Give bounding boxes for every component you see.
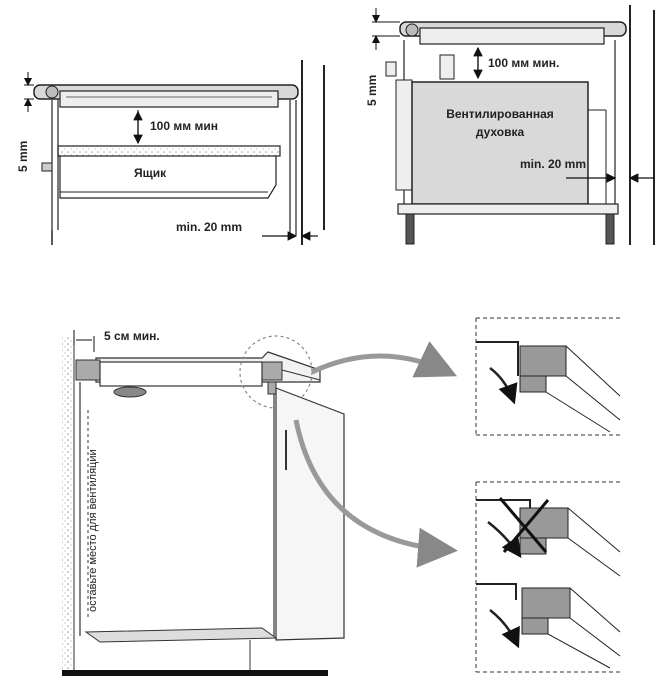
oven-label-1: Вентилированная — [446, 107, 554, 121]
wall-gap-label-bottom: 5 см мин. — [104, 329, 160, 343]
drawer-top — [57, 145, 281, 157]
drawer-knob — [41, 162, 53, 172]
detail-panel-correct-2 — [476, 583, 621, 669]
hob-body-bottom — [99, 361, 263, 387]
ventilated-oven — [411, 81, 589, 205]
gap-label-left: 100 мм мин — [150, 119, 218, 133]
detail-panel-correct-1 — [475, 317, 621, 436]
worktop-edge-left — [75, 359, 101, 381]
hob-underside-left — [59, 90, 279, 108]
bottom-left-diagram: 5 см мин. оставьте место для вентиляции — [62, 329, 458, 676]
vent-label: оставьте место для вентиляции — [87, 449, 99, 612]
wall-gap-label-right: min. 20 mm — [520, 157, 586, 171]
wall-gap-label-left: min. 20 mm — [176, 220, 242, 234]
bottom-shelf — [84, 627, 278, 643]
thickness-label-left: 5 mm — [16, 141, 30, 172]
hob-fan — [113, 386, 147, 398]
top-right-diagram: Вентилированная духовка 100 мм мин. 5 mm… — [365, 5, 655, 245]
top-left-diagram: Ящик 100 мм мин 5 mm min. 20 mm — [16, 60, 325, 245]
oven-label-2: духовка — [476, 125, 525, 139]
wall-section — [62, 336, 74, 670]
detail-arrow-bottom — [293, 419, 458, 568]
detail-arrow-top — [310, 341, 458, 378]
thickness-label-right: 5 mm — [365, 75, 379, 106]
floor — [62, 670, 328, 676]
detail-panel-wrong — [475, 481, 621, 673]
cabinet-door — [275, 387, 345, 641]
wrong-cross-icon — [498, 497, 550, 553]
worktop-edge-right — [261, 361, 283, 381]
gap-label-right: 100 мм мин. — [488, 56, 559, 70]
hob-underside-right — [419, 27, 605, 45]
drawer-label: Ящик — [134, 166, 167, 180]
